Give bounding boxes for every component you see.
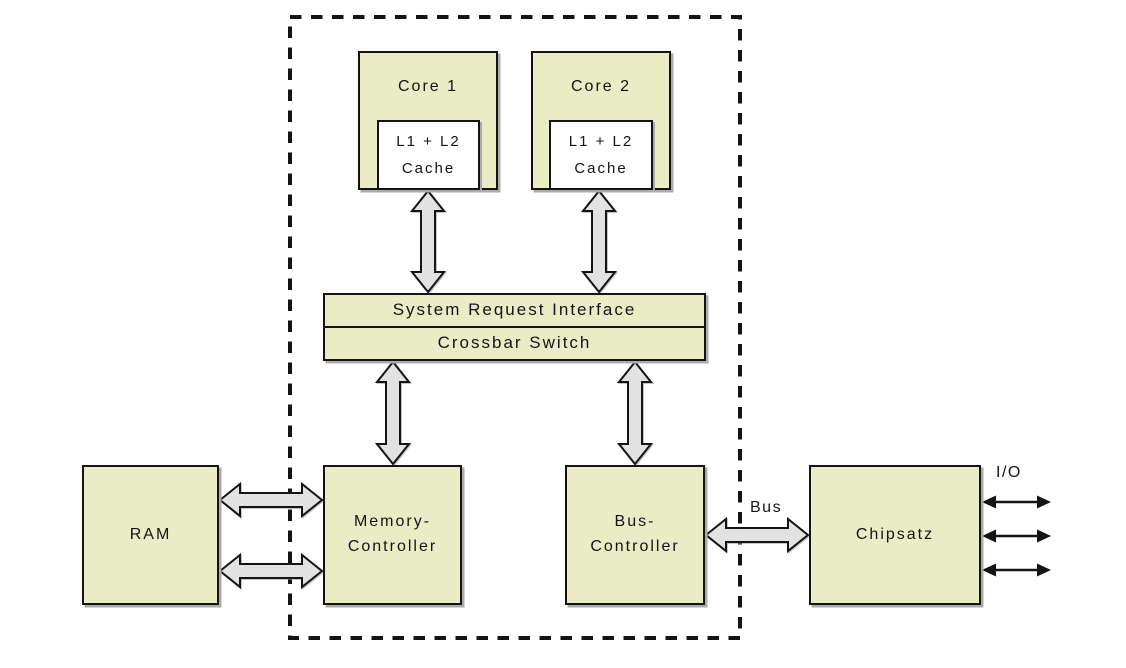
arrow-cache2-sri-icon: [580, 189, 618, 294]
io-connection-label: I/O: [996, 464, 1022, 481]
crossbar-switch-label: Crossbar Switch: [437, 333, 592, 353]
chipset-label: Chipsatz: [855, 525, 935, 543]
block-memory-controller: Memory- Controller: [323, 465, 462, 605]
block-ram: RAM: [82, 465, 219, 605]
bus-controller-label: Bus- Controller: [590, 513, 680, 555]
core-1-cache-label: L1 + L2 Cache: [396, 133, 461, 177]
ram-label: RAM: [129, 525, 172, 543]
arrow-crossbar-bus-controller-icon: [616, 360, 654, 466]
memory-controller-label: Memory- Controller: [347, 513, 438, 555]
io-arrow-middle-icon: [982, 529, 1051, 543]
block-crossbar-switch: Crossbar Switch: [325, 328, 704, 359]
block-core-1-cache: L1 + L2 Cache: [377, 120, 480, 190]
arrow-bus-controller-chipset-icon: [704, 516, 810, 554]
system-request-interface-label: System Request Interface: [392, 300, 637, 320]
arrow-ram-memory-lower-icon: [218, 552, 324, 590]
io-arrow-bottom-icon: [982, 563, 1051, 577]
arrow-ram-memory-upper-icon: [218, 481, 324, 519]
arrow-crossbar-memory-controller-icon: [374, 360, 412, 466]
core-1-label: Core 1: [397, 78, 459, 95]
core-2-label: Core 2: [570, 78, 632, 95]
block-chipset: Chipsatz: [809, 465, 981, 605]
block-core-2-cache: L1 + L2 Cache: [549, 120, 653, 190]
block-bus-controller: Bus- Controller: [565, 465, 705, 605]
cpu-die-dashed-boundary: [288, 15, 742, 640]
block-system-request-interface: System Request Interface: [325, 295, 704, 328]
core-2-cache-label: L1 + L2 Cache: [568, 133, 634, 177]
bus-connection-label: Bus: [750, 499, 783, 516]
block-sri-crossbar: System Request Interface Crossbar Switch: [323, 293, 706, 361]
arrow-cache1-sri-icon: [409, 189, 447, 294]
io-arrow-top-icon: [982, 495, 1051, 509]
